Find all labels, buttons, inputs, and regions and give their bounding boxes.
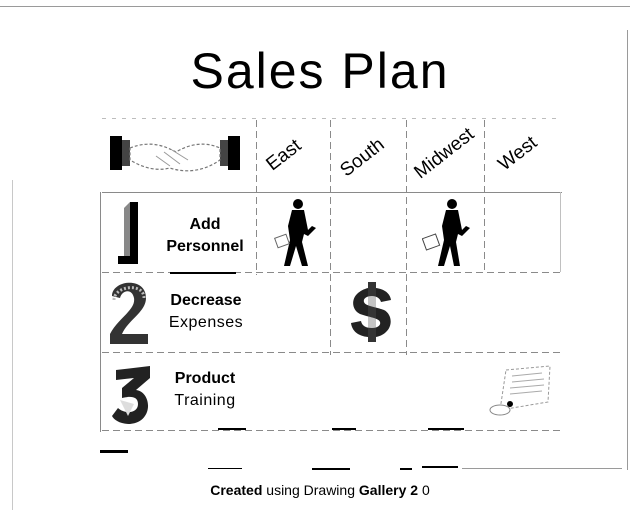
row-label-line-1: Decrease	[170, 292, 242, 309]
frame-top-edge	[0, 6, 630, 7]
accent-bar	[312, 468, 350, 470]
grid-line	[484, 120, 485, 272]
footer-credit: Created using Drawing Gallery 2 0	[0, 482, 640, 498]
row-label-product-training: Product Training	[160, 368, 250, 412]
page-title: Sales Plan	[190, 43, 450, 99]
accent-bar	[170, 272, 236, 274]
number-one-icon	[110, 198, 146, 273]
businessman-icon	[421, 196, 472, 275]
frame-bottom-edge	[462, 468, 622, 469]
grid-line	[102, 192, 562, 193]
footer-created: Created	[210, 482, 263, 498]
footer-version: 0	[421, 482, 430, 498]
grid-line	[102, 118, 562, 119]
accent-bar	[428, 428, 464, 430]
handshake-icon	[110, 130, 240, 187]
row-label-line-1: Product	[174, 370, 236, 387]
row-label-add-personnel: Add Personnel	[150, 214, 260, 258]
row-label-line-2: Expenses	[168, 314, 244, 331]
accent-bar	[208, 468, 242, 469]
grid-line	[330, 120, 331, 355]
column-header-east: East	[262, 135, 306, 176]
row-label-decrease-expenses: Decrease Expenses	[156, 290, 256, 334]
grid-line	[560, 192, 561, 272]
diploma-scroll-icon	[486, 364, 558, 425]
accent-bar	[100, 450, 128, 453]
frame-left-edge	[12, 180, 13, 510]
grid-line	[102, 430, 562, 431]
grid-line	[102, 352, 562, 353]
dollar-sign-icon	[346, 280, 396, 349]
column-header-west: West	[494, 132, 542, 176]
accent-bar	[332, 428, 356, 430]
footer-gallery: Gallery 2	[358, 482, 419, 498]
accent-bar	[218, 428, 246, 430]
number-three-icon	[108, 360, 158, 433]
column-header-south: South	[336, 134, 389, 182]
row-label-line-2: Training	[174, 392, 236, 409]
grid-line	[256, 120, 257, 275]
column-header-midwest: Midwest	[410, 123, 479, 184]
frame-right-edge	[627, 30, 628, 470]
row-label-line-1: Add	[189, 216, 221, 233]
accent-bar	[400, 468, 412, 470]
number-two-icon	[106, 276, 154, 353]
businessman-icon	[272, 196, 322, 275]
accent-bar	[422, 466, 458, 468]
grid-line	[102, 272, 562, 273]
row-label-line-2: Personnel	[166, 238, 244, 255]
grid-line	[100, 192, 101, 432]
grid-line	[406, 120, 407, 355]
footer-using-drawing: using Drawing	[266, 482, 355, 498]
